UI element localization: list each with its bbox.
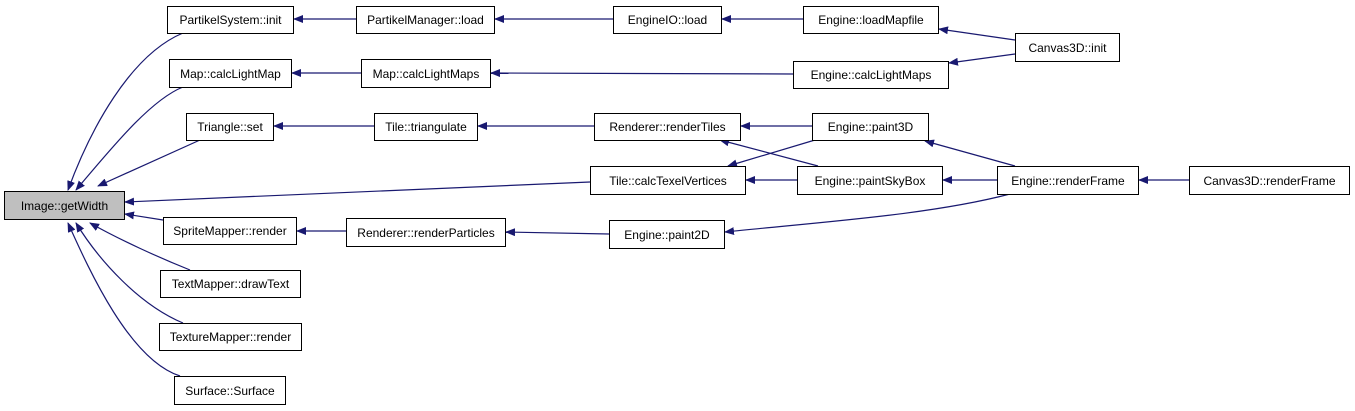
edge-sprite-getwidth xyxy=(124,211,164,221)
edge-maplight-getwidth xyxy=(75,86,184,191)
edge-texture-getwidth xyxy=(75,222,184,324)
node-engine-renderframe[interactable]: Engine::renderFrame xyxy=(997,166,1139,195)
edge-renderframe-paint3d xyxy=(924,139,1016,167)
node-renderer-renderparticles[interactable]: Renderer::renderParticles xyxy=(346,218,506,247)
node-surface-surface[interactable]: Surface::Surface xyxy=(174,376,286,405)
edge-paint3d-calctexel xyxy=(727,139,816,168)
node-partikelsystem-init[interactable]: PartikelSystem::init xyxy=(167,6,294,34)
node-tile-triangulate[interactable]: Tile::triangulate xyxy=(374,113,478,141)
node-triangle-set[interactable]: Triangle::set xyxy=(186,113,274,141)
node-textmapper-drawtext[interactable]: TextMapper::drawText xyxy=(160,270,301,298)
node-map-calclightmap[interactable]: Map::calcLightMap xyxy=(169,59,292,88)
node-engine-loadmapfile[interactable]: Engine::loadMapfile xyxy=(803,6,939,34)
edge-textdraw-getwidth xyxy=(89,222,191,271)
node-tile-calctexelvertices[interactable]: Tile::calcTexelVertices xyxy=(590,166,746,195)
edge-paint2d-renderparticles xyxy=(505,228,610,237)
node-engine-calclightmaps[interactable]: Engine::calcLightMaps xyxy=(793,61,949,89)
node-engine-paint3d[interactable]: Engine::paint3D xyxy=(812,113,929,141)
node-engineio-load[interactable]: EngineIO::load xyxy=(613,6,722,34)
node-map-calclightmaps[interactable]: Map::calcLightMaps xyxy=(361,59,491,88)
node-engine-paint2d[interactable]: Engine::paint2D xyxy=(609,220,725,249)
edge-paintsky-rendertiles xyxy=(719,138,819,167)
edge-psinit-getwidth xyxy=(67,32,184,191)
edge-surface-getwidth xyxy=(67,222,181,377)
edge-engcalclight-maplights xyxy=(490,69,794,78)
edge-triset-getwidth xyxy=(97,139,201,187)
node-image-getwidth[interactable]: Image::getWidth xyxy=(4,191,125,220)
node-engine-paintskybox[interactable]: Engine::paintSkyBox xyxy=(797,166,943,195)
edge-canvasinit-engcalclight xyxy=(948,53,1016,66)
edge-renderframe-paint2d xyxy=(724,193,1011,236)
node-canvas3d-renderframe[interactable]: Canvas3D::renderFrame xyxy=(1189,166,1350,195)
edge-calctexel-getwidth xyxy=(124,181,591,206)
node-renderer-rendertiles[interactable]: Renderer::renderTiles xyxy=(594,113,741,141)
node-spritemapper-render[interactable]: SpriteMapper::render xyxy=(163,217,297,245)
node-texturemapper-render[interactable]: TextureMapper::render xyxy=(159,323,302,351)
edge-canvasinit-loadmapfile xyxy=(938,26,1016,41)
node-partikelmanager-load[interactable]: PartikelManager::load xyxy=(356,6,495,34)
node-canvas3d-init[interactable]: Canvas3D::init xyxy=(1015,33,1120,62)
